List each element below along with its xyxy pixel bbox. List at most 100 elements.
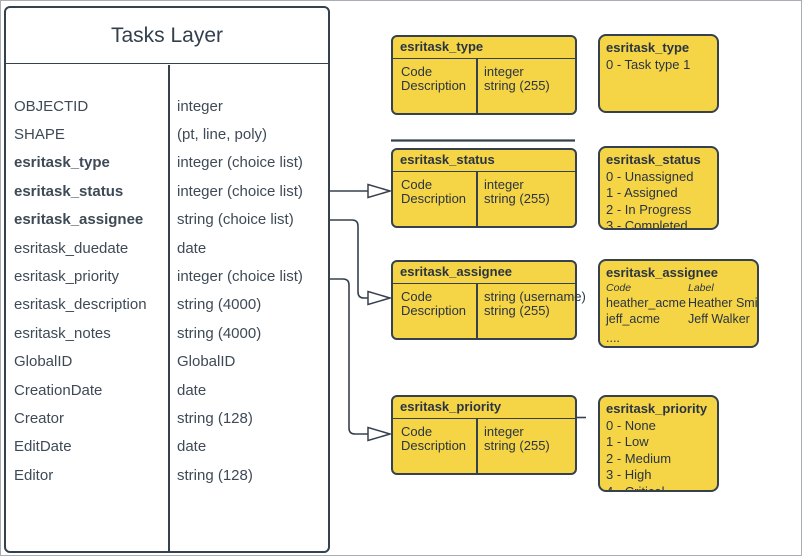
attr-name: Code <box>401 63 433 79</box>
field-type: integer <box>177 97 223 115</box>
values-esritask-assignee: esritask_assignee Code Label heather_acm… <box>598 259 759 348</box>
assignee-label: Heather Smith <box>688 295 758 310</box>
field-type: string (128) <box>177 409 253 427</box>
assignee-col-header: Code <box>606 281 632 294</box>
column-divider <box>168 64 170 551</box>
hollow-arrowhead <box>367 426 393 442</box>
assignee-col-header: Label <box>688 281 714 294</box>
field-name: CreationDate <box>14 381 103 399</box>
value-item: 2 - Medium <box>606 450 672 466</box>
value-list-title: esritask_priority <box>606 401 708 416</box>
field-type: date <box>177 381 207 399</box>
value-item: 3 - Completed <box>606 218 688 230</box>
column-divider <box>476 171 478 226</box>
attr-type: string (255) <box>484 437 550 453</box>
value-item: 1 - Assigned <box>606 185 678 200</box>
table-title: esritask_status <box>393 150 575 172</box>
field-name: esritask_assignee <box>14 211 144 229</box>
values-esritask-priority: esritask_priority 0 - None 1 - Low 2 - M… <box>598 395 719 492</box>
attr-name: Description <box>401 190 467 206</box>
field-name: esritask_priority <box>14 268 120 286</box>
attr-name: Description <box>401 77 467 93</box>
value-item: 0 - Task type 1 <box>606 56 691 72</box>
value-item: 0 - Unassigned <box>606 168 694 184</box>
column-divider <box>476 58 478 113</box>
column-divider <box>476 283 478 338</box>
hollow-arrowhead <box>367 290 393 306</box>
column-divider <box>476 418 478 473</box>
connector-assignee <box>330 219 368 299</box>
attr-type: integer <box>484 423 524 439</box>
field-list: OBJECTID integer SHAPE (pt, line, poly) es… <box>6 92 328 489</box>
field-type: date <box>177 239 207 257</box>
field-type: integer (choice list) <box>177 154 303 172</box>
field-name: esritask_status <box>14 182 124 200</box>
field-name: esritask_duedate <box>14 239 129 257</box>
table-title: esritask_assignee <box>393 262 575 284</box>
attr-type: integer <box>484 176 524 192</box>
hollow-arrowhead <box>367 183 393 199</box>
table-esritask-type: esritask_type Code Description integer s… <box>391 35 577 115</box>
attr-name: Code <box>401 288 433 304</box>
table-esritask-priority: esritask_priority Code Description integ… <box>391 395 577 475</box>
field-row: CreationDate date <box>6 376 328 404</box>
field-row: esritask_assignee string (choice list) <box>6 206 328 234</box>
field-type: string (choice list) <box>177 211 294 229</box>
values-esritask-type: esritask_type 0 - Task type 1 <box>598 34 719 113</box>
tasks-layer-table: Tasks Layer OBJECTID integer SHAPE (pt, li… <box>4 6 330 553</box>
field-type: integer (choice list) <box>177 268 303 286</box>
attr-type: string (255) <box>484 77 550 93</box>
field-type: string (4000) <box>177 324 262 342</box>
table-esritask-assignee: esritask_assignee Code Description strin… <box>391 260 586 340</box>
field-row: EditDate date <box>6 433 328 461</box>
field-type: integer (choice list) <box>177 182 303 200</box>
field-name: EditDate <box>14 438 72 456</box>
value-item: 3 - High <box>606 467 652 482</box>
value-list-title: esritask_status <box>606 152 701 167</box>
value-item: 1 - Low <box>606 434 649 449</box>
field-row: SHAPE (pt, line, poly) <box>6 120 328 148</box>
value-item: 0 - None <box>606 417 656 433</box>
field-row: esritask_type integer (choice list) <box>6 149 328 177</box>
assignee-label: Jeff Walker <box>688 311 750 326</box>
value-item: 2 - In Progress <box>606 201 692 217</box>
field-name: esritask_notes <box>14 324 111 342</box>
field-row: Creator string (128) <box>6 404 328 432</box>
field-type: string (4000) <box>177 296 262 314</box>
attr-name: Description <box>401 302 467 318</box>
field-name: Creator <box>14 409 65 427</box>
attr-type: integer <box>484 63 524 79</box>
field-name: Editor <box>14 466 54 484</box>
assignee-more-indicator: .... <box>606 330 620 345</box>
table-title: esritask_type <box>393 37 575 59</box>
field-name: SHAPE <box>14 126 65 144</box>
assignee-code: heather_acme <box>606 295 686 310</box>
field-row: OBJECTID integer <box>6 92 328 120</box>
field-row: esritask_status integer (choice list) <box>6 177 328 205</box>
table-esritask-status: esritask_status Code Description integer… <box>391 148 577 228</box>
value-list-title: esritask_assignee <box>606 265 719 280</box>
attr-type: string (username) <box>484 288 586 304</box>
value-list-title: esritask_type <box>606 40 690 55</box>
attr-type: string (255) <box>484 190 550 206</box>
field-type: (pt, line, poly) <box>177 126 268 144</box>
field-row: esritask_priority integer (choice list) <box>6 262 328 290</box>
attr-name: Code <box>401 423 433 439</box>
attr-name: Description <box>401 437 467 453</box>
field-name: OBJECTID <box>14 97 89 115</box>
field-row: esritask_duedate date <box>6 234 328 262</box>
field-row: esritask_notes string (4000) <box>6 319 328 347</box>
connector-priority <box>330 278 368 435</box>
values-esritask-status: esritask_status 0 - Unassigned 1 - Assig… <box>598 146 719 230</box>
field-type: GlobalID <box>177 353 236 371</box>
attr-name: Code <box>401 176 433 192</box>
field-name: esritask_type <box>14 154 110 172</box>
attr-type: string (255) <box>484 302 550 318</box>
tasks-layer-title: Tasks Layer <box>6 8 328 64</box>
field-type: date <box>177 438 207 456</box>
assignee-code: jeff_acme <box>606 311 660 326</box>
value-item: 4 - Critical <box>606 483 665 492</box>
